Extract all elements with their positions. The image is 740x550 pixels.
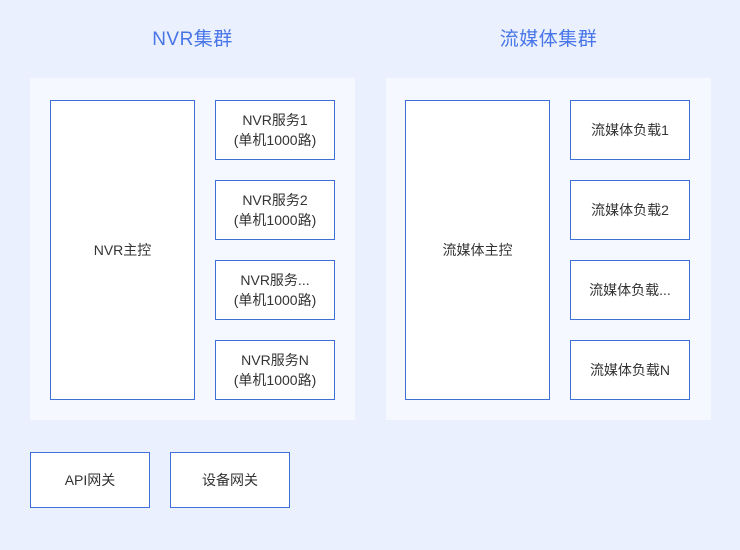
- node-media-load-ellipsis[interactable]: 流媒体负载...: [570, 260, 690, 320]
- node-media-load-n[interactable]: 流媒体负载N: [570, 340, 690, 400]
- node-nvr-service-1[interactable]: NVR服务1 (单机1000路): [215, 100, 335, 160]
- node-media-load-2[interactable]: 流媒体负载2: [570, 180, 690, 240]
- node-media-controller[interactable]: 流媒体主控: [405, 100, 550, 400]
- node-label: 设备网关: [202, 472, 258, 488]
- node-label-line1: NVR服务...: [240, 272, 310, 288]
- cluster-title-nvr: NVR集群: [152, 29, 233, 50]
- node-nvr-controller[interactable]: NVR主控: [50, 100, 195, 400]
- node-label: 流媒体主控: [442, 242, 513, 258]
- node-label-line2: (单机1000路): [233, 212, 317, 228]
- node-nvr-service-2[interactable]: NVR服务2 (单机1000路): [215, 180, 335, 240]
- node-device-gateway[interactable]: 设备网关: [170, 452, 290, 508]
- node-label-line1: NVR服务N: [241, 352, 309, 368]
- node-label-line2: (单机1000路): [233, 292, 317, 308]
- node-label-line1: NVR服务1: [242, 112, 308, 128]
- node-media-load-1[interactable]: 流媒体负载1: [570, 100, 690, 160]
- node-label: NVR主控: [93, 242, 152, 258]
- node-label-line1: NVR服务2: [242, 192, 308, 208]
- cluster-title-media: 流媒体集群: [499, 29, 598, 50]
- node-nvr-service-ellipsis[interactable]: NVR服务... (单机1000路): [215, 260, 335, 320]
- node-nvr-service-n[interactable]: NVR服务N (单机1000路): [215, 340, 335, 400]
- node-api-gateway[interactable]: API网关: [30, 452, 150, 508]
- node-label: API网关: [64, 472, 116, 488]
- node-label-line2: (单机1000路): [233, 132, 317, 148]
- node-label-line1: 流媒体负载2: [591, 202, 669, 218]
- node-label-line1: 流媒体负载1: [591, 122, 669, 138]
- node-label-line1: 流媒体负载N: [589, 362, 671, 378]
- node-label-line2: (单机1000路): [233, 372, 317, 388]
- node-label-line1: 流媒体负载...: [589, 282, 671, 298]
